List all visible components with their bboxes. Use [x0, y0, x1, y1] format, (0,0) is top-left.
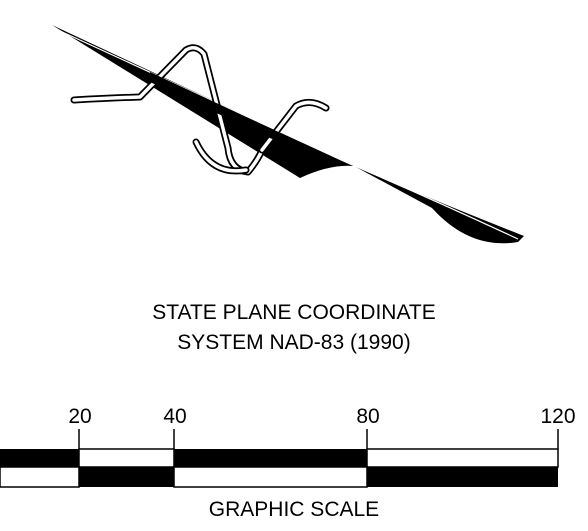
north-arrow-icon	[52, 25, 524, 244]
scale-lower-20-40	[79, 467, 174, 487]
north-arrow-right-hook-inner	[260, 100, 328, 152]
scale-lower-80-120	[367, 467, 558, 487]
scale-tick-label-80: 80	[356, 405, 379, 428]
scale-lower-0-20	[0, 466, 80, 488]
north-arrow-bottom-sweep-inner	[194, 140, 248, 173]
scale-upper-20-40	[78, 448, 175, 468]
datum-caption-line2: SYSTEM NAD-83 (1990)	[177, 331, 411, 354]
scale-tick-label-40: 40	[163, 405, 186, 428]
scale-upper-40-80	[174, 449, 367, 467]
scale-upper-0-20	[0, 449, 79, 467]
north-arrow-left-hook-inner	[72, 46, 264, 174]
north-arrow-needle-split	[57, 29, 519, 240]
north-arrow-needle-overlay	[150, 72, 300, 152]
graphic-scale-title: GRAPHIC SCALE	[208, 498, 380, 521]
scale-tick-label-20: 20	[68, 405, 91, 428]
datum-caption-line1: STATE PLANE COORDINATE	[152, 301, 436, 324]
scale-upper-80-120	[366, 448, 559, 468]
scale-lower-40-80	[173, 466, 368, 488]
scale-tick-label-120: 120	[540, 405, 575, 428]
